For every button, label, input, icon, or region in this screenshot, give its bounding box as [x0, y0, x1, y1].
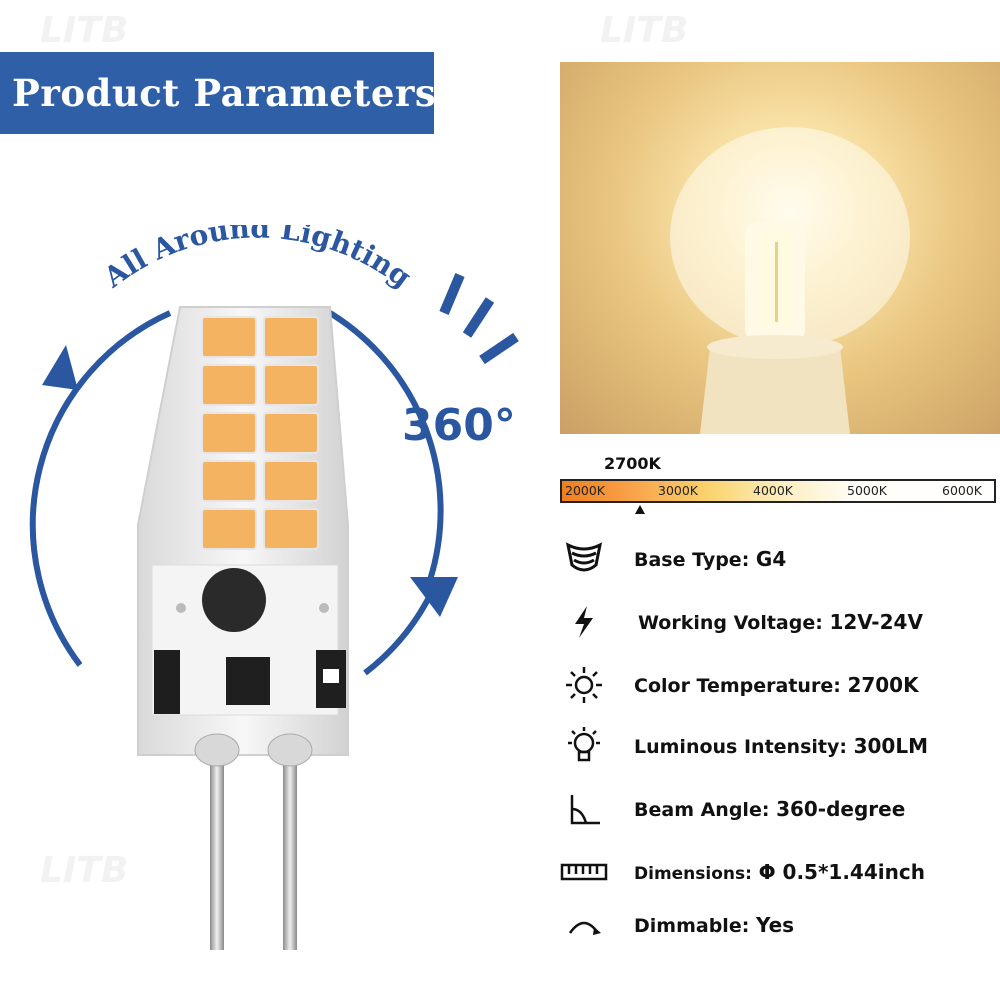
led-chip — [263, 316, 319, 358]
selected-temperature-label: 2700K — [604, 454, 661, 473]
spec-value: 12V-24V — [829, 610, 923, 634]
spec-label: Base Type: — [634, 549, 750, 571]
spec-luminous-intensity: Luminous Intensity: 300LM — [560, 726, 1000, 766]
diode — [154, 650, 180, 714]
bulb-illustration: All Around Lighting — [29, 225, 519, 950]
arrow-head-icon — [410, 577, 458, 617]
led-chip — [263, 460, 319, 502]
color-temperature-bar: 2000K 3000K 4000K 5000K 6000K — [560, 479, 996, 503]
spec-label: Luminous Intensity: — [634, 736, 847, 758]
temperature-marker-icon — [635, 505, 645, 514]
pin-left — [210, 750, 224, 950]
led-chip — [263, 364, 319, 406]
spec-label: Color Temperature: — [634, 675, 841, 697]
watermark: LITB — [600, 10, 689, 51]
temp-tick: 2000K — [565, 483, 606, 498]
watermark: LITB — [40, 850, 129, 891]
spec-value: 2700K — [847, 673, 919, 697]
temp-tick: 5000K — [847, 483, 888, 498]
lightning-bolt-icon — [560, 602, 608, 642]
light-bulb-icon — [560, 726, 608, 766]
dimmer-icon — [560, 905, 608, 945]
watermark: LITB — [40, 10, 129, 51]
spec-dimmable: Dimmable: Yes — [560, 905, 1000, 945]
ruler-icon — [560, 852, 608, 892]
spec-beam-angle: Beam Angle: 360-degree — [560, 789, 1000, 829]
page-title: Product Parameters — [12, 71, 437, 115]
spec-label: Dimmable: — [634, 915, 750, 937]
pin-right — [283, 750, 297, 950]
spec-base-type: Base Type: G4 — [560, 539, 1000, 579]
base-type-icon — [560, 539, 608, 579]
spec-value: 360-degree — [776, 797, 906, 821]
temp-tick: 6000K — [942, 483, 983, 498]
header-banner: Product Parameters — [0, 52, 437, 134]
led-chip — [201, 460, 257, 502]
temp-tick: 3000K — [658, 483, 699, 498]
spec-dimensions: Dimensions: Φ 0.5*1.44inch — [560, 852, 1000, 892]
spec-label: Beam Angle: — [634, 799, 770, 821]
light-rays-icon — [439, 273, 519, 365]
spec-label: Working Voltage: — [638, 612, 823, 634]
degree-label: 360° — [402, 400, 516, 451]
spec-value: Yes — [755, 913, 795, 937]
spec-color-temperature: Color Temperature: 2700K — [560, 665, 1000, 705]
arc-label: All Around Lighting — [97, 225, 418, 295]
led-chip — [201, 412, 257, 454]
spec-label: Dimensions: — [634, 864, 752, 884]
temp-tick: 4000K — [753, 483, 794, 498]
spec-working-voltage: Working Voltage: 12V-24V — [560, 602, 1000, 642]
led-grid — [201, 316, 319, 550]
led-chip — [263, 412, 319, 454]
led-chip — [201, 316, 257, 358]
led-chip — [263, 508, 319, 550]
spec-value: 300LM — [853, 734, 928, 758]
led-chip — [201, 364, 257, 406]
bulb-photo — [560, 62, 1000, 434]
spec-value: G4 — [755, 547, 787, 571]
sun-icon — [560, 665, 608, 705]
spec-value: Φ 0.5*1.44inch — [758, 860, 925, 884]
arrow-head-icon — [42, 345, 78, 390]
inductor — [202, 568, 266, 632]
angle-icon — [560, 789, 608, 829]
led-chip — [201, 508, 257, 550]
chip — [226, 657, 270, 705]
